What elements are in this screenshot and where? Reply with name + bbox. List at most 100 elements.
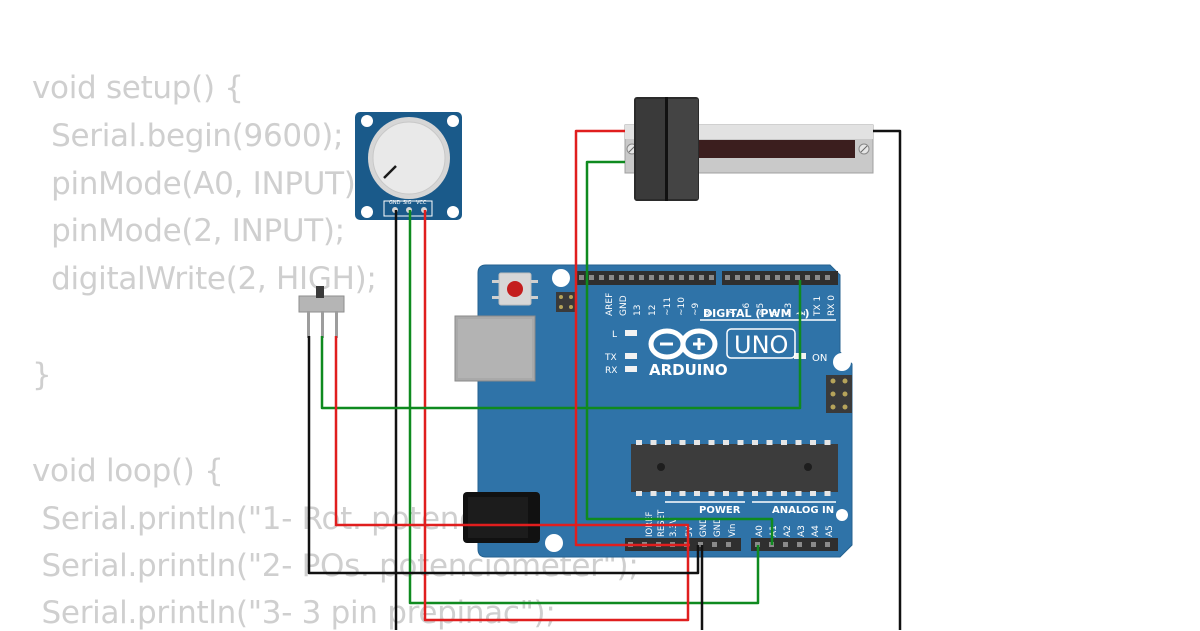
pin-socket <box>679 275 684 280</box>
pin-socket <box>735 275 740 280</box>
arduino-logo-icon <box>648 328 718 360</box>
power-pin-label: 3.3V <box>669 517 679 537</box>
wire-switch-sig <box>320 280 802 410</box>
pin-socket <box>795 275 800 280</box>
led-label-rx: RX <box>605 366 617 376</box>
pin-socket <box>825 275 830 280</box>
wire-slidepot-gnd <box>873 129 902 630</box>
pin-socket <box>725 275 730 280</box>
power-pin-label: GND <box>699 517 709 537</box>
mounting-hole <box>545 534 563 552</box>
analog-pin-label: A2 <box>783 525 793 537</box>
slide-potentiometer[interactable] <box>624 97 874 201</box>
analog-in-label: ANALOG IN <box>772 505 834 516</box>
pot-pin-label-vcc: VCC <box>416 200 427 206</box>
reset-button[interactable] <box>492 272 538 306</box>
pin-socket <box>659 275 664 280</box>
pin-socket <box>783 542 788 547</box>
slide-pot-handle[interactable] <box>634 97 699 201</box>
pin-socket <box>649 275 654 280</box>
pin-socket <box>825 542 830 547</box>
led-label-l: L <box>612 330 617 340</box>
slide-switch[interactable] <box>298 286 345 338</box>
arduino-logo-text: ARDUINO <box>649 361 728 379</box>
rotary-potentiometer-module[interactable]: GND SIG VCC <box>355 112 462 220</box>
pin-socket <box>579 275 584 280</box>
mounting-hole <box>836 509 848 521</box>
pin-socket <box>775 275 780 280</box>
pin-socket <box>629 275 634 280</box>
digital-pin-label: AREF <box>605 293 615 316</box>
pin-socket <box>698 542 703 547</box>
pin-socket <box>689 275 694 280</box>
power-pin-label: GND <box>713 517 723 537</box>
module-hole <box>361 115 373 127</box>
module-hole <box>447 115 459 127</box>
pin-socket <box>745 275 750 280</box>
module-hole <box>361 206 373 218</box>
analog-pin-label: A5 <box>825 525 835 537</box>
digital-pin-label: TX 1 <box>813 296 823 317</box>
analog-pin-label: A1 <box>769 525 779 537</box>
pot-knob[interactable] <box>372 121 446 195</box>
digital-pin-label: 4 <box>770 310 780 316</box>
pin-socket <box>639 275 644 280</box>
digital-pin-label: ~9 <box>691 302 701 316</box>
wire-pot-sig <box>408 210 760 605</box>
pin-socket <box>619 275 624 280</box>
pin-socket <box>726 542 731 547</box>
uno-badge <box>726 328 796 359</box>
pot-pin-label-gnd: GND <box>389 200 401 206</box>
usb-connector-face <box>458 319 532 378</box>
pin-socket <box>669 275 674 280</box>
mounting-hole <box>833 353 851 371</box>
digital-pwm-label: DIGITAL (PWM ~) <box>703 307 810 320</box>
analog-header <box>751 538 838 551</box>
digital-pin-label: GND <box>619 295 629 316</box>
atmega-chip <box>631 440 838 496</box>
wire-slidepot-sig <box>585 160 774 545</box>
pin-socket <box>609 275 614 280</box>
pin-socket <box>755 275 760 280</box>
wire-pot-vcc <box>423 210 690 622</box>
dc-power-jack <box>463 492 540 543</box>
pin-socket <box>811 542 816 547</box>
digital-pin-label: 7 <box>728 310 738 316</box>
pin-socket <box>755 542 760 547</box>
mounting-hole <box>552 269 570 287</box>
pin-socket <box>599 275 604 280</box>
power-pin-label: RESET <box>657 509 667 537</box>
pin-socket <box>797 542 802 547</box>
analog-pin-label: A0 <box>755 525 765 537</box>
digital-pin-label: ~11 <box>663 297 673 316</box>
pin-socket <box>785 275 790 280</box>
pin-socket <box>712 542 717 547</box>
power-pin-label: Vin <box>728 524 738 537</box>
digital-pin-label: 8 <box>705 310 715 316</box>
pin-socket <box>589 275 594 280</box>
slide-pot-track <box>697 140 855 158</box>
digital-pin-label: ~5 <box>756 303 766 316</box>
digital-pin-label: ~3 <box>784 303 794 316</box>
pin-socket <box>805 275 810 280</box>
knob-indicator-line <box>383 165 397 179</box>
uno-model-text: UNO <box>734 331 788 359</box>
module-hole <box>447 206 459 218</box>
switch-lever[interactable] <box>316 286 324 298</box>
digital-pin-label: 2 <box>798 310 808 316</box>
pot-pin-label-sig: SIG <box>403 200 412 206</box>
icsp-right-header <box>826 375 852 413</box>
wire-switch-gnd <box>307 336 700 575</box>
pin-socket <box>709 275 714 280</box>
on-led-label: ON <box>812 353 827 364</box>
power-label: POWER <box>699 505 741 516</box>
led-label-tx: TX <box>604 353 617 363</box>
power-pin-label: 5V <box>685 526 695 537</box>
digital-pin-label: 13 <box>633 305 643 316</box>
digital-pin-label: ~6 <box>742 302 752 316</box>
pin-socket <box>815 275 820 280</box>
